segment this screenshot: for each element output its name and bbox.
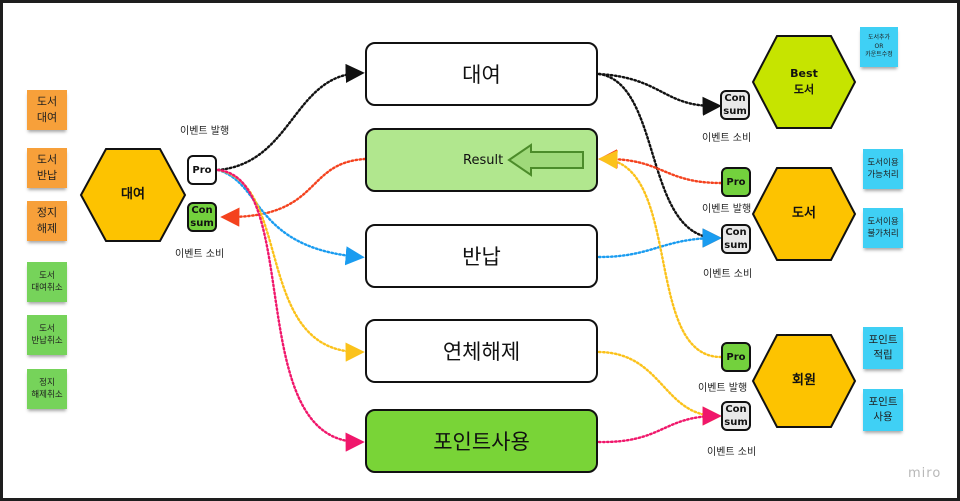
- sticky-point-use[interactable]: 포인트 사용: [863, 389, 903, 431]
- sticky-rental-cancel[interactable]: 도서 대여취소: [27, 262, 67, 302]
- caption-best-consume: 이벤트 소비: [702, 133, 752, 144]
- caption-rental-consume: 이벤트 소비: [175, 249, 225, 260]
- miro-board: 도서 대여 도서 반납 정지 해제 도서 대여취소 도서 반납취소 정지 해제취…: [3, 3, 957, 498]
- event-book-consume[interactable]: Con sum: [721, 224, 751, 254]
- sticky-book-rental[interactable]: 도서 대여: [27, 90, 67, 130]
- sticky-book-return[interactable]: 도서 반납: [27, 148, 67, 188]
- miro-watermark: miro: [908, 466, 942, 481]
- arrow-result-to-rental-consume: [220, 157, 367, 227]
- caption-book-publish: 이벤트 발행: [702, 204, 752, 215]
- hexagon-best-book[interactable]: Best 도서: [751, 34, 857, 130]
- arrow-book-pro-to-result: [598, 149, 723, 185]
- process-point-use[interactable]: 포인트사용: [365, 409, 598, 473]
- caption-member-consume: 이벤트 소비: [707, 447, 757, 458]
- arrow-member-pro-to-result: [598, 150, 723, 359]
- arrow-overdue-to-member-consume: [597, 350, 722, 426]
- hexagon-book-label: 도서: [792, 206, 816, 222]
- process-rental[interactable]: 대여: [365, 42, 598, 106]
- arrow-rental-pro-to-overdue: [216, 168, 365, 362]
- event-rental-consume[interactable]: Con sum: [187, 202, 217, 232]
- arrow-rental-pro-to-point: [216, 168, 365, 452]
- event-member-consume[interactable]: Con sum: [721, 401, 751, 431]
- event-rental-pro[interactable]: Pro: [187, 155, 217, 185]
- event-book-pro[interactable]: Pro: [721, 167, 751, 197]
- arrow-rental-to-book-consume: [597, 72, 722, 248]
- arrow-rental-to-best-consume: [597, 72, 722, 116]
- sticky-release-cancel[interactable]: 정지 해제취소: [27, 369, 67, 409]
- hexagon-book[interactable]: 도서: [751, 166, 857, 262]
- hexagon-best-book-label: Best 도서: [790, 66, 818, 97]
- hexagon-rental-label: 대여: [121, 187, 145, 203]
- caption-rental-publish: 이벤트 발행: [180, 126, 230, 137]
- process-return[interactable]: 반납: [365, 224, 598, 288]
- hexagon-member[interactable]: 회원: [751, 333, 857, 429]
- event-member-pro[interactable]: Pro: [721, 342, 751, 372]
- arrow-rental-pro-to-return: [216, 168, 365, 266]
- arrow-point-to-member-consume: [597, 406, 722, 444]
- caption-member-publish: 이벤트 발행: [698, 383, 748, 394]
- event-best-consume[interactable]: Con sum: [720, 90, 750, 120]
- process-overdue-release[interactable]: 연체해제: [365, 319, 598, 383]
- hexagon-member-label: 회원: [792, 373, 816, 389]
- sticky-book-unavailable[interactable]: 도서이용 불가처리: [863, 208, 903, 248]
- process-result[interactable]: Result: [365, 128, 598, 192]
- sticky-book-available[interactable]: 도서이용 가능처리: [863, 149, 903, 189]
- arrow-return-to-book-consume: [597, 228, 722, 259]
- caption-book-consume: 이벤트 소비: [703, 269, 753, 280]
- arrow-rental-pro-to-rental: [216, 63, 365, 172]
- sticky-return-cancel[interactable]: 도서 반납취소: [27, 315, 67, 355]
- left-arrow-icon: [507, 143, 585, 177]
- sticky-suspension-release[interactable]: 정지 해제: [27, 201, 67, 241]
- sticky-point-earn[interactable]: 포인트 적립: [863, 327, 903, 369]
- connector-layer: [216, 63, 723, 452]
- sticky-add-book-or-count[interactable]: 도서추가 OR 카운트수정: [860, 27, 898, 67]
- hexagon-rental[interactable]: 대여: [79, 147, 187, 243]
- process-result-label: Result: [463, 152, 504, 168]
